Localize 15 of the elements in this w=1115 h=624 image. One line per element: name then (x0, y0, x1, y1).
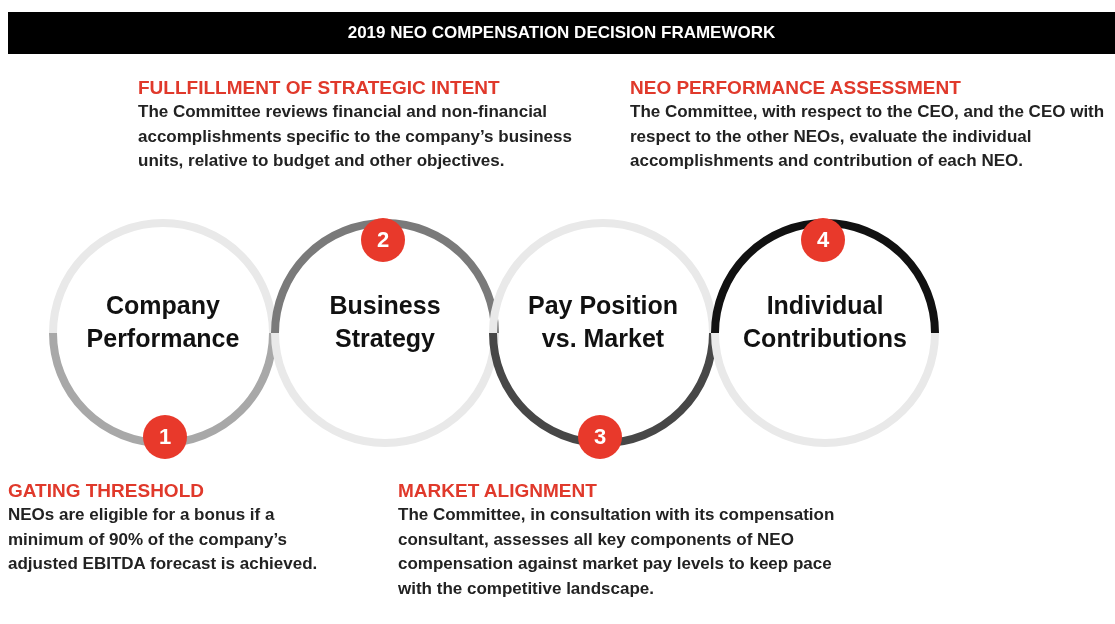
circle-label: Company Performance (85, 290, 241, 354)
circle-label: Business Strategy (328, 290, 442, 354)
title-bar: 2019 NEO COMPENSATION DECISION FRAMEWORK (8, 12, 1115, 54)
number-badge: 3 (578, 415, 622, 459)
section-heading: NEO PERFORMANCE ASSESSMENT (630, 77, 962, 99)
circle-label: Individual Contributions (742, 290, 908, 354)
description-text: The Committee, with respect to the CEO, and the CEO with respect to the other NEOs, evaluate the individual accomplishments and contribution of each NEO. (630, 101, 1106, 172)
description-text: NEOs are eligible for a bonus if a minimum of 90% of the company’s adjusted EBITDA forecast is achieved. (8, 504, 319, 575)
circle-label: Pay Position vs. Market (526, 290, 679, 354)
number-badge: 1 (143, 415, 187, 459)
section-heading: GATING THRESHOLD (8, 480, 205, 502)
section-heading: FULLFILLMENT OF STRATEGIC INTENT (138, 77, 501, 99)
description-text: The Committee, in consultation with its compensation consultant, assesses all key components of NEO compensation against market pay levels to keep pace with the competitive landscape. (398, 504, 836, 600)
description-text: The Committee reviews financial and non-financial accomplishments specific to the company’s business units, relative to budget and other objectives. (138, 101, 573, 172)
section-heading: MARKET ALIGNMENT (398, 480, 598, 502)
